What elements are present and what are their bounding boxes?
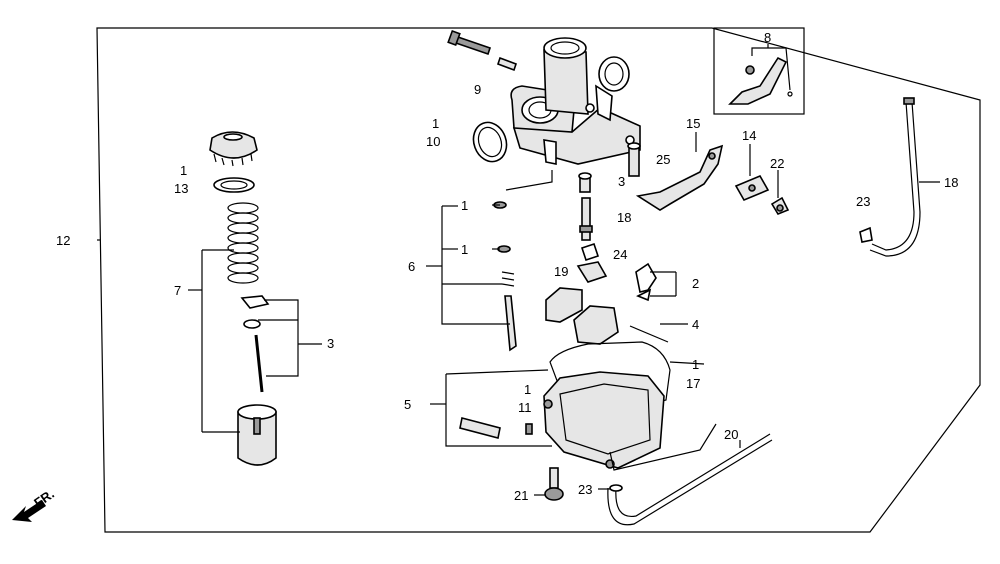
needle-jet-18 xyxy=(579,197,593,241)
pilot-screw-spring xyxy=(501,271,515,287)
needle-clip-retainer xyxy=(240,295,270,329)
jet-needle xyxy=(254,334,264,393)
callout-23-bottom: 23 xyxy=(578,482,592,497)
callout-10: 10 xyxy=(426,134,440,149)
bolt-21 xyxy=(544,467,564,501)
float-pin-2 xyxy=(635,262,657,302)
callout-12: 12 xyxy=(56,233,70,248)
air-screw xyxy=(459,417,533,439)
callout-18-right: 18 xyxy=(944,175,958,190)
callout-18-mid: 18 xyxy=(617,210,631,225)
clip-23-right xyxy=(859,226,873,243)
drain-tube-20 xyxy=(607,433,773,526)
callout-3-mid: 3 xyxy=(618,174,625,189)
callout-4: 4 xyxy=(692,317,699,332)
screw-set-9 xyxy=(447,29,518,72)
carburetor-body xyxy=(510,37,641,165)
callout-7: 7 xyxy=(174,283,181,298)
throttle-spring xyxy=(227,202,259,284)
front-direction-arrow: FR. xyxy=(12,486,57,522)
clip-23-bottom xyxy=(609,484,623,492)
cable-bracket-15 xyxy=(635,144,724,211)
float-4 xyxy=(545,287,619,345)
inset-box-part-8 xyxy=(713,27,805,115)
callout-8: 8 xyxy=(764,30,771,45)
cap-gasket xyxy=(213,177,255,193)
callout-19: 19 xyxy=(554,264,568,279)
callout-14: 14 xyxy=(742,128,756,143)
callout-24: 24 xyxy=(613,247,627,262)
callout-6: 6 xyxy=(408,259,415,274)
callout-21: 21 xyxy=(514,488,528,503)
callout-25: 25 xyxy=(656,152,670,167)
pilot-screw xyxy=(504,295,517,352)
callout-15: 15 xyxy=(686,116,700,131)
callout-1-a: 1 xyxy=(461,198,468,213)
screw-22 xyxy=(770,196,790,215)
jet-holder xyxy=(578,172,592,193)
callout-17: 17 xyxy=(686,376,700,391)
top-cap xyxy=(209,131,258,167)
callout-22: 22 xyxy=(770,156,784,171)
callout-9: 9 xyxy=(474,82,481,97)
part-8-bracket xyxy=(728,56,793,105)
callout-1-gasket: 1 xyxy=(692,357,699,372)
callout-13: 13 xyxy=(174,181,188,196)
callout-5: 5 xyxy=(404,397,411,412)
callout-1-body: 1 xyxy=(432,116,439,131)
part-14 xyxy=(734,174,770,202)
callout-3-left: 3 xyxy=(327,336,334,351)
hose-18 xyxy=(869,97,921,257)
part-19 xyxy=(576,261,608,283)
callout-20: 20 xyxy=(724,427,738,442)
callout-11: 11 xyxy=(518,400,532,415)
o-ring-10 xyxy=(472,121,508,163)
assembly-boundary xyxy=(96,27,981,533)
callout-23-right: 23 xyxy=(856,194,870,209)
main-jet-24 xyxy=(580,242,600,262)
callout-1-b: 1 xyxy=(461,242,468,257)
float-chamber xyxy=(543,371,665,469)
callout-1-cap: 1 xyxy=(180,163,187,178)
float-chamber-gasket xyxy=(549,341,671,413)
screw-25 xyxy=(627,142,641,177)
callout-1-oring: 1 xyxy=(524,382,531,397)
callout-2: 2 xyxy=(692,276,699,291)
throttle-valve xyxy=(237,404,277,466)
